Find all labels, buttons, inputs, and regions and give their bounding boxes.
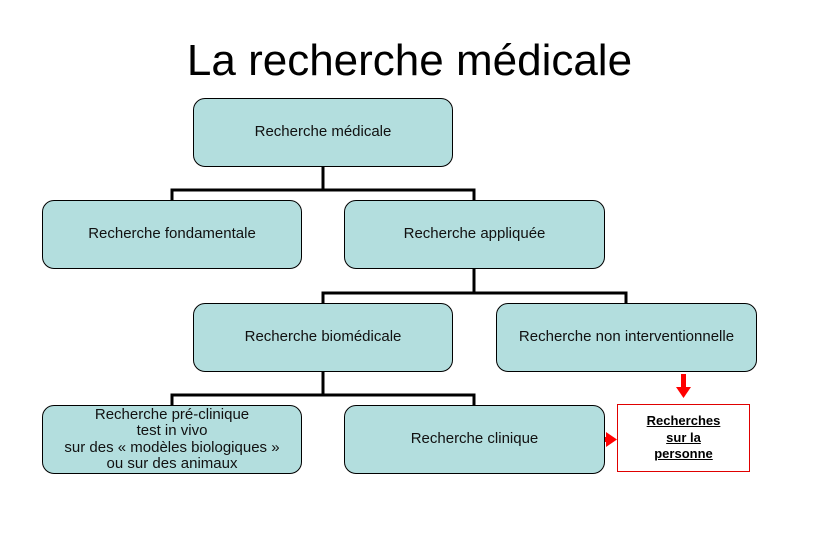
node-label: Recherche clinique [410,430,539,448]
node-label: Recherche fondamentale [88,225,256,243]
node-recherche-appliquee: Recherche appliquée [344,200,605,269]
connector-appliquee [321,268,628,303]
connector-root [170,166,476,200]
node-label: Recherche non interventionnelle [518,328,735,346]
node-label: Recherche appliquée [403,225,546,243]
node-recherche-biomedicale: Recherche biomédicale [193,303,453,372]
arrow-down-icon [676,374,691,398]
node-recherche-fondamentale: Recherche fondamentale [42,200,302,269]
highlight-line: personne [654,446,713,462]
node-recherche-clinique: Recherche clinique [344,405,605,474]
page-title: La recherche médicale [186,36,633,85]
node-label: Recherche biomédicale [244,328,402,346]
node-label: Recherche médicale [254,123,392,141]
node-recherche-medicale: Recherche médicale [193,98,453,167]
node-label-line: test in vivo [136,422,208,439]
connector-biomedicale [170,371,476,405]
node-label-line: sur des « modèles biologiques » [64,438,280,456]
node-label-line: Recherche pré-clinique [94,405,250,423]
highlight-recherches-sur-la-personne: Recherches sur la personne [617,404,750,472]
highlight-line: Recherches [646,412,721,428]
node-recherche-non-interventionnelle: Recherche non interventionnelle [496,303,757,372]
node-label-line: ou sur des animaux [106,455,238,472]
highlight-line: sur la [666,429,701,445]
node-recherche-pre-clinique: Recherche pré-clinique test in vivo sur … [42,405,302,474]
